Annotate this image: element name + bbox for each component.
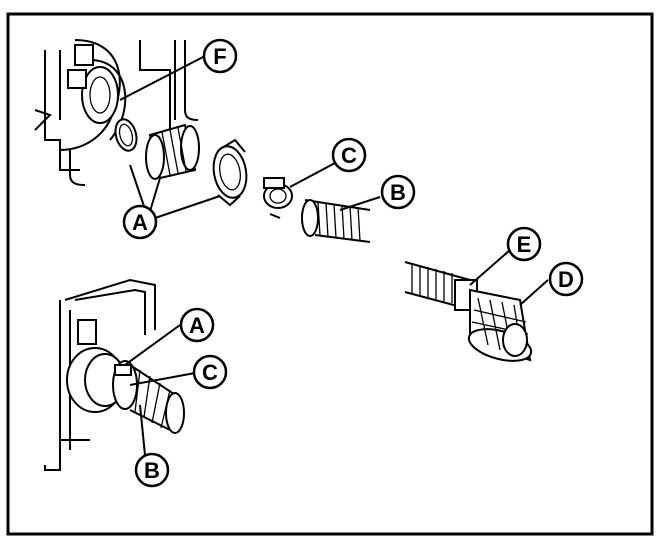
pump-unit-top: [34, 39, 199, 186]
callout-letter-E: E: [517, 232, 532, 257]
callout-B-bottom: B: [134, 452, 170, 488]
callout-letter-F: F: [213, 44, 226, 69]
callout-E: E: [506, 226, 542, 262]
callout-letter-B-bottom: B: [144, 458, 160, 483]
callout-C-bottom: C: [192, 354, 228, 390]
callout-letter-A-bottom: A: [189, 313, 205, 338]
suction-hose-top: [301, 199, 371, 243]
callout-letter-C-bottom: C: [202, 360, 218, 385]
callout-F: F: [202, 38, 238, 74]
suction-hose-bottom: [129, 364, 185, 434]
callout-letter-B-top: B: [390, 180, 406, 205]
callout-A-bottom: A: [179, 307, 215, 343]
callout-B-top: B: [380, 174, 416, 210]
callout-C-top: C: [331, 137, 367, 173]
strainer: [467, 288, 533, 362]
hose-coupling-nut: [212, 138, 248, 207]
callout-letter-D: D: [558, 267, 574, 292]
callout-D: D: [548, 261, 584, 297]
hose-adapter: [145, 123, 200, 180]
hose-clamp-bottom: [112, 360, 138, 410]
pump-unit-bottom: [44, 278, 156, 471]
hose-clamp-top: [263, 177, 293, 219]
callout-letter-C-top: C: [341, 143, 357, 168]
callout-A-top: A: [122, 204, 158, 240]
callout-letter-A-top: A: [132, 210, 148, 235]
